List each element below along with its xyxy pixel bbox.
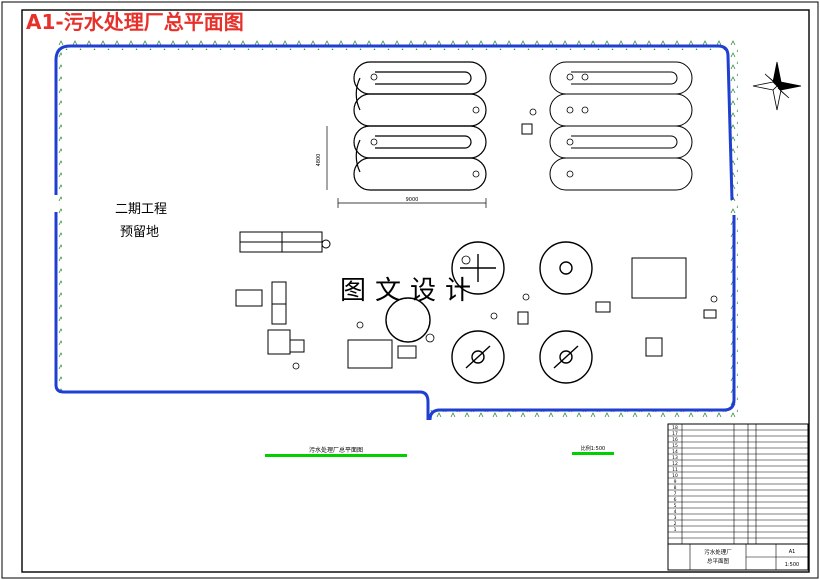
site-road xyxy=(54,44,736,421)
row-number: 17 xyxy=(672,431,678,437)
row-number: 7 xyxy=(674,491,677,497)
row-number: 4 xyxy=(674,509,677,515)
row-number: 3 xyxy=(674,515,677,521)
row-number: 14 xyxy=(672,449,678,455)
row-number: 18 xyxy=(672,425,678,431)
title-block-scale: 1:500 xyxy=(785,562,799,568)
bottom-label-right: 比例1:500 xyxy=(581,445,605,452)
oxidation-ditch-right xyxy=(549,61,693,191)
parts-table-numbers: 18 17 16 15 14 13 12 11 10 9 8 7 6 5 4 3… xyxy=(672,425,678,533)
row-number: 11 xyxy=(672,467,678,473)
row-number: 1 xyxy=(674,527,677,533)
title-block-line2: 总平面图 xyxy=(707,557,730,565)
ditch-markers xyxy=(370,73,589,178)
row-number: 6 xyxy=(674,497,677,503)
row-number: 9 xyxy=(674,479,677,485)
row-number: 5 xyxy=(674,503,677,509)
reserved-area-line2: 预留地 xyxy=(120,225,159,240)
oxidation-ditch-left xyxy=(353,61,487,191)
row-number: 10 xyxy=(672,473,678,479)
left-label-underline xyxy=(265,454,407,457)
row-number: 16 xyxy=(672,437,678,443)
drawing-title: A1-污水处理厂总平面图 xyxy=(26,10,244,34)
building-left-group xyxy=(235,231,417,369)
watermark-text: 图文设计 xyxy=(340,276,480,306)
clarifiers xyxy=(385,241,593,384)
row-number: 2 xyxy=(674,521,677,527)
right-label-underline xyxy=(572,452,614,455)
parts-table xyxy=(667,423,809,571)
dimension-lines xyxy=(326,126,487,208)
building-right-group xyxy=(517,123,717,357)
dimension-width: 9000 xyxy=(406,197,419,203)
reserved-area-line1: 二期工程 xyxy=(115,202,167,217)
row-number: 8 xyxy=(674,485,677,491)
row-number: 12 xyxy=(672,461,678,467)
dimension-height: 4800 xyxy=(316,154,322,167)
bottom-label-left: 污水处理厂总平面图 xyxy=(309,446,363,454)
unit-marker-circles xyxy=(292,108,718,370)
title-block-code: A1 xyxy=(789,549,796,555)
inner-border xyxy=(21,9,810,573)
green-area-left xyxy=(56,40,738,420)
north-arrow-icon xyxy=(752,61,802,111)
row-number: 13 xyxy=(672,455,678,461)
row-number: 15 xyxy=(672,443,678,449)
title-block-line1: 污水处理厂 xyxy=(704,548,732,556)
